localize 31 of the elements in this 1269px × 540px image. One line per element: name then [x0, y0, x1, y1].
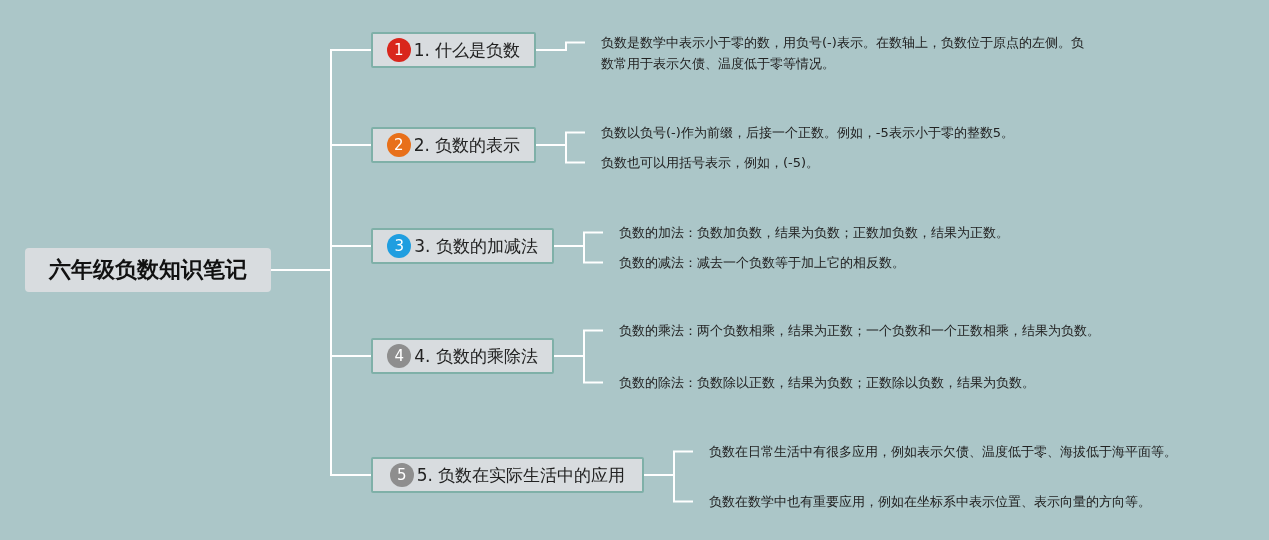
connector	[553, 355, 604, 384]
topic-title: 1. 什么是负数	[413, 38, 521, 62]
note-text: 负数的乘法：两个负数相乘，结果为正数；一个负数和一个正数相乘，结果为负数。	[603, 320, 1123, 341]
number-badge: 5	[389, 463, 414, 487]
note-text: 负数在日常生活中有很多应用，例如表示欠债、温度低于零、海拔低于海平面等。	[693, 441, 1193, 462]
topic-box	[371, 457, 644, 493]
connector	[553, 245, 604, 264]
note-text: 负数的加法：负数加负数，结果为负数；正数加负数，结果为正数。	[603, 222, 1123, 243]
topic-box	[371, 127, 536, 163]
connector	[535, 41, 586, 51]
connector	[270, 269, 372, 476]
connector	[535, 144, 586, 164]
topic-box	[371, 338, 554, 374]
topic-title: 3. 负数的加减法	[414, 234, 538, 258]
note-text: 负数也可以用括号表示，例如，(-5)。	[585, 152, 1125, 173]
topic-box	[371, 32, 536, 68]
topic-title: 4. 负数的乘除法	[414, 344, 538, 368]
topic-title: 2. 负数的表示	[413, 133, 521, 157]
number-badge: 1	[386, 38, 411, 62]
note-text: 负数的除法：负数除以正数，结果为负数；正数除以负数，结果为负数。	[603, 372, 1123, 393]
connector	[643, 474, 694, 503]
number-badge: 4	[387, 344, 412, 368]
root-box: 六年级负数知识笔记	[25, 248, 271, 292]
topic-box	[371, 228, 554, 264]
number-badge: 3	[387, 234, 412, 258]
note-text: 负数的减法：减去一个负数等于加上它的相反数。	[603, 252, 1123, 273]
note-text: 负数以负号(-)作为前缀，后接一个正数。例如，-5表示小于零的整数5。	[585, 122, 1125, 143]
note-text: 负数是数学中表示小于零的数，用负号(-)表示。在数轴上，负数位于原点的左侧。负数常用于表示欠债、温度低于零等情况。	[585, 32, 1085, 74]
note-text: 负数在数学中也有重要应用，例如在坐标系中表示位置、表示向量的方向等。	[693, 491, 1193, 512]
topic-title: 5. 负数在实际生活中的应用	[416, 463, 626, 487]
number-badge: 2	[386, 133, 411, 157]
